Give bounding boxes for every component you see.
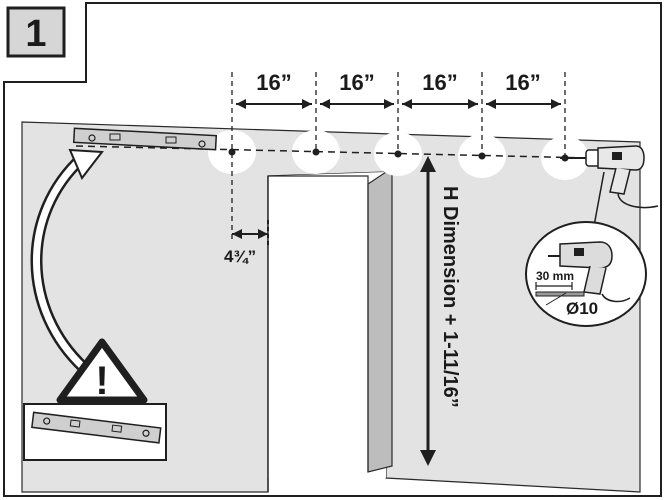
spacing-label: 16”	[339, 70, 374, 95]
spacing-labels: 16” 16” 16” 16”	[256, 70, 540, 95]
drill-diameter-label: Ø10	[566, 299, 598, 318]
drill-icon	[560, 145, 659, 209]
drill-point	[478, 152, 486, 160]
door-jamb	[367, 171, 393, 473]
drill-detail: 30 mm Ø10	[525, 221, 647, 327]
door-edge-inner	[268, 175, 369, 472]
step-number: 1	[25, 13, 46, 55]
drill-point	[312, 148, 320, 156]
spacing-label: 16”	[505, 70, 540, 95]
warning-icon: !	[56, 338, 148, 404]
detail-leader	[593, 171, 605, 227]
spacing-label: 16”	[422, 70, 457, 95]
drill-point	[394, 150, 402, 158]
level-inset	[23, 403, 167, 461]
drill-depth-label: 30 mm	[536, 269, 574, 283]
door-opening	[268, 172, 386, 478]
edge-offset-label: 4¾”	[224, 247, 256, 266]
extension-lines	[231, 72, 566, 240]
curved-arrow	[30, 148, 104, 374]
warning-mark: !	[95, 359, 108, 403]
edge-offset-dimension	[232, 220, 269, 246]
height-dimension	[420, 156, 436, 466]
spacing-dimensions	[236, 99, 561, 109]
step-number-badge: 1	[6, 6, 66, 58]
height-label: H Dimension + 1-11/16”	[439, 186, 461, 408]
spirit-level-on-wall	[72, 127, 218, 151]
level-line	[75, 145, 591, 159]
drill-point	[228, 148, 236, 156]
spacing-label: 16”	[256, 70, 291, 95]
